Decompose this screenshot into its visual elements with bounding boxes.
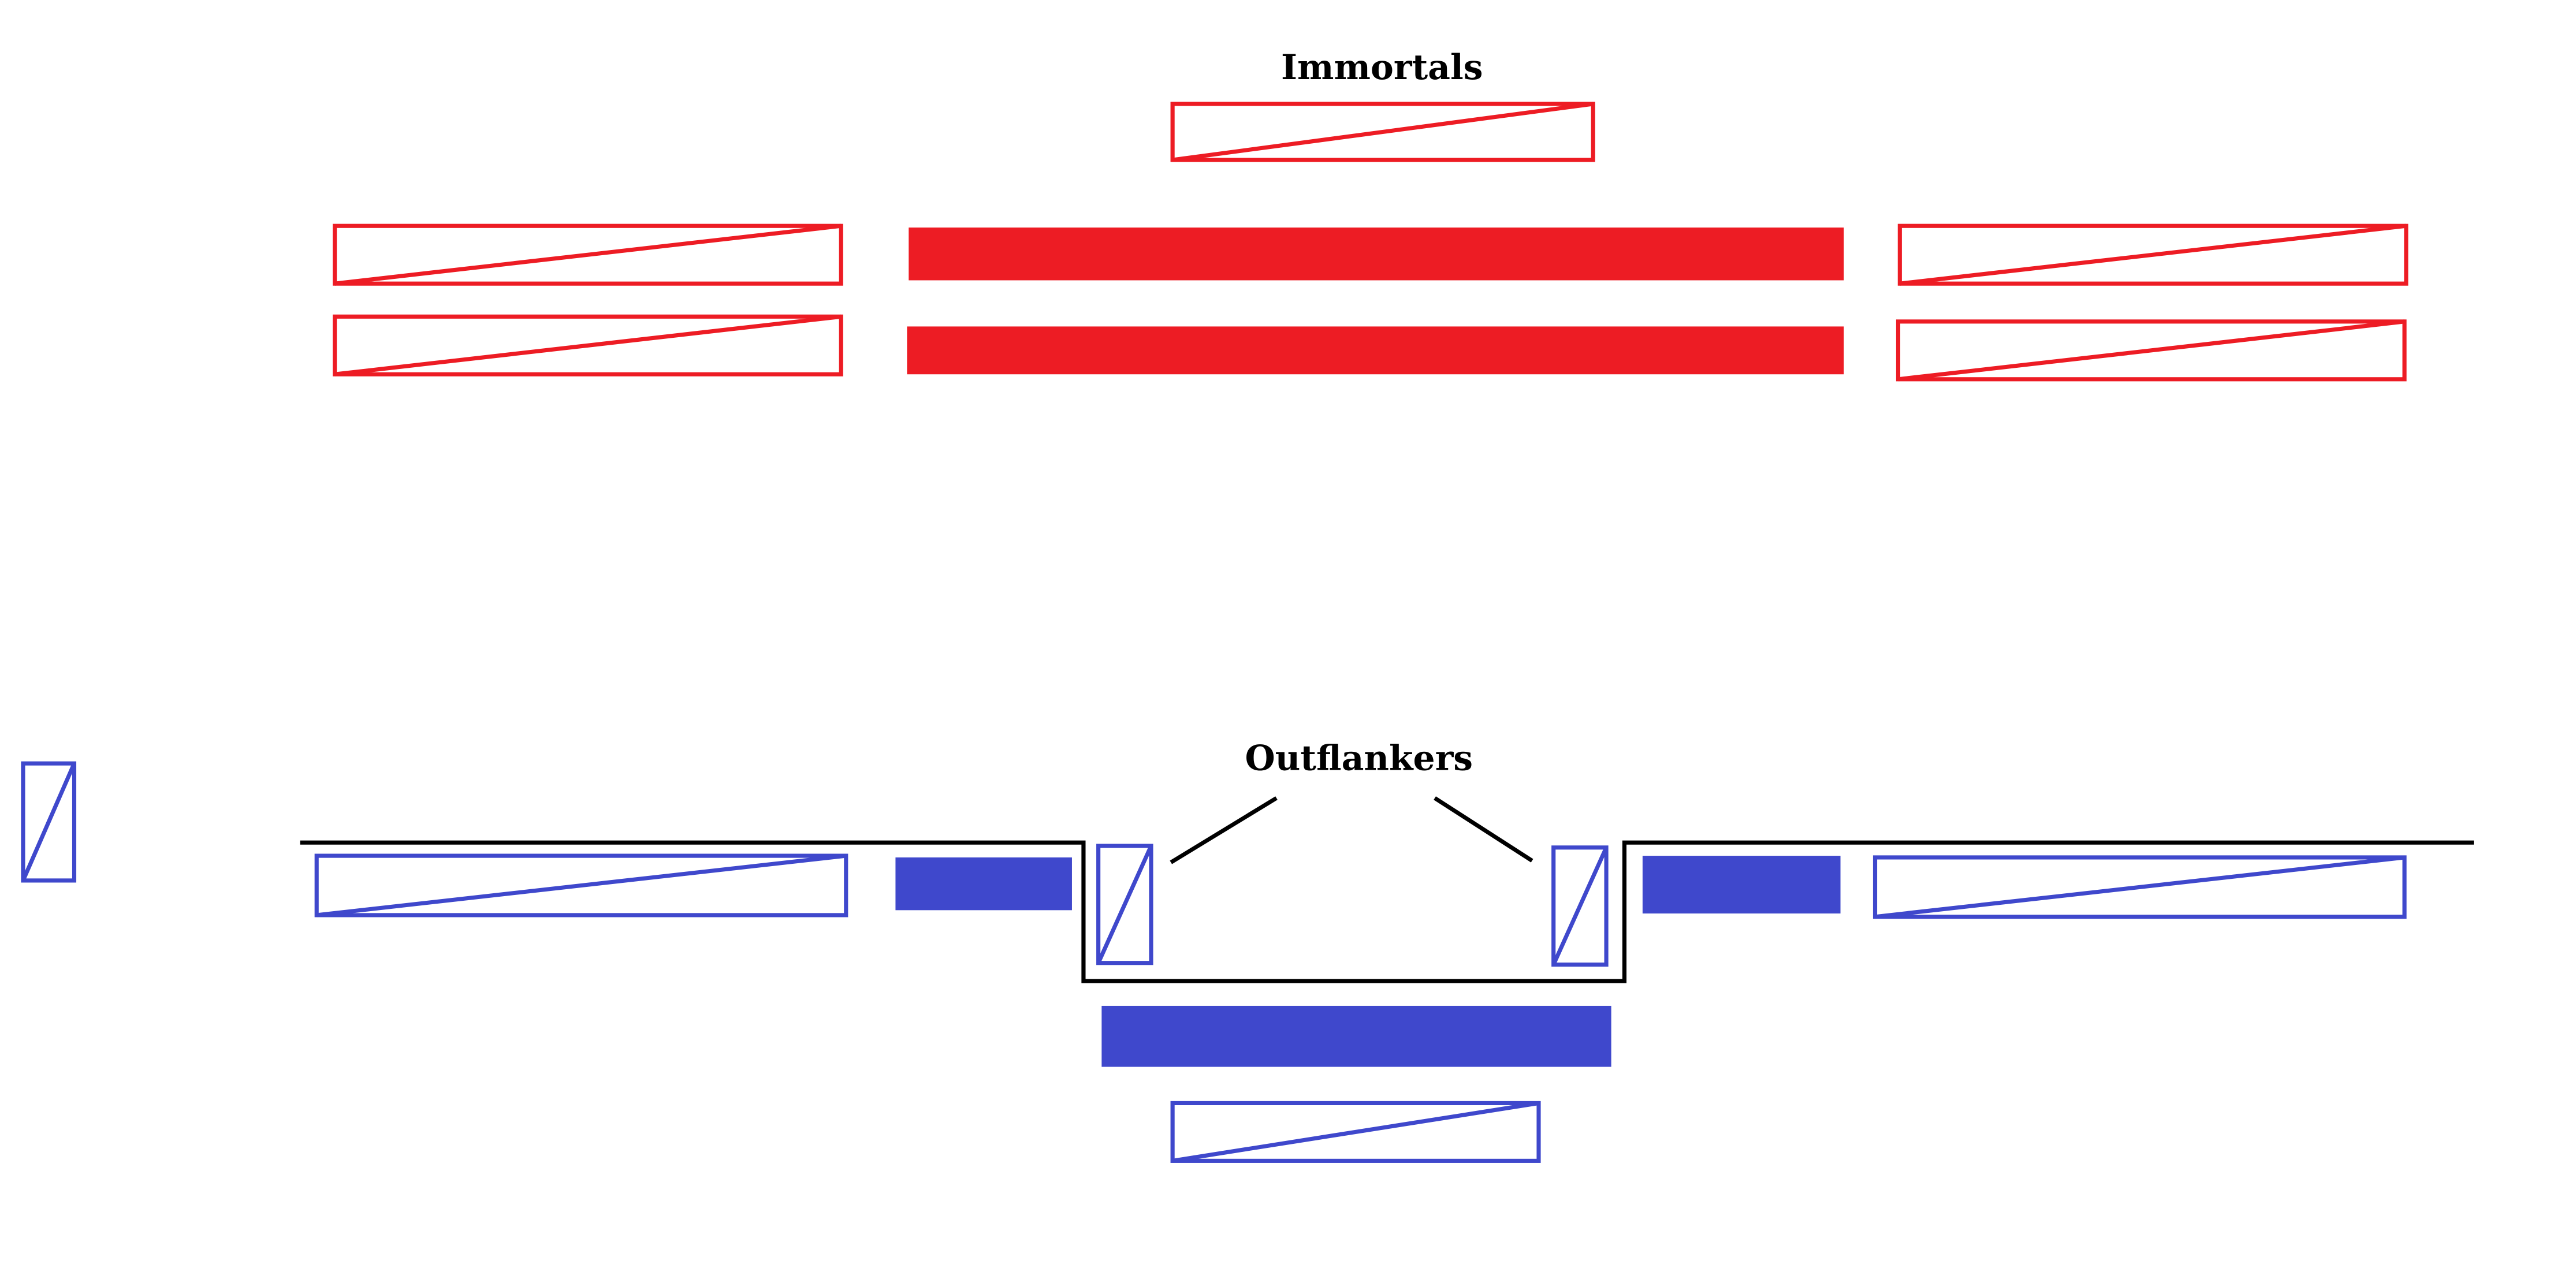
red-left-wing-unit [333, 223, 843, 286]
blue-outflanker-unit-right [1551, 845, 1609, 967]
red-center [907, 228, 1844, 375]
blue-outflanker-unit-left [1096, 844, 1153, 965]
outflankers-pointer-right [1434, 796, 1533, 863]
blue-left-center-block [895, 857, 1072, 911]
immortals-label: Immortals [1281, 47, 1483, 88]
red-center-block [909, 228, 1844, 281]
blue-center-block [1101, 1005, 1611, 1067]
blue-left-wing-unit [314, 853, 848, 918]
red-army [333, 102, 2409, 382]
red-center-block [907, 326, 1844, 375]
outflankers-pointer-lines [1170, 796, 1533, 864]
outflankers-label: Outflankers [1245, 739, 1473, 779]
blue-solid-units [895, 856, 1841, 1067]
outflankers-pointer-left [1170, 796, 1278, 864]
blue-right-wing-unit [1873, 855, 2407, 919]
blue-right-center-block [1642, 856, 1841, 914]
blue-battle-line [300, 840, 2474, 983]
blue-reserve-unit [1170, 1101, 1541, 1163]
red-right-wing-unit [1896, 319, 2407, 382]
red-immortals-unit [1170, 102, 1595, 162]
red-left-wing-unit [333, 314, 843, 376]
red-right-wing-unit [1897, 223, 2409, 286]
blue-detached-unit [21, 761, 77, 883]
blue-army [21, 761, 2407, 1163]
